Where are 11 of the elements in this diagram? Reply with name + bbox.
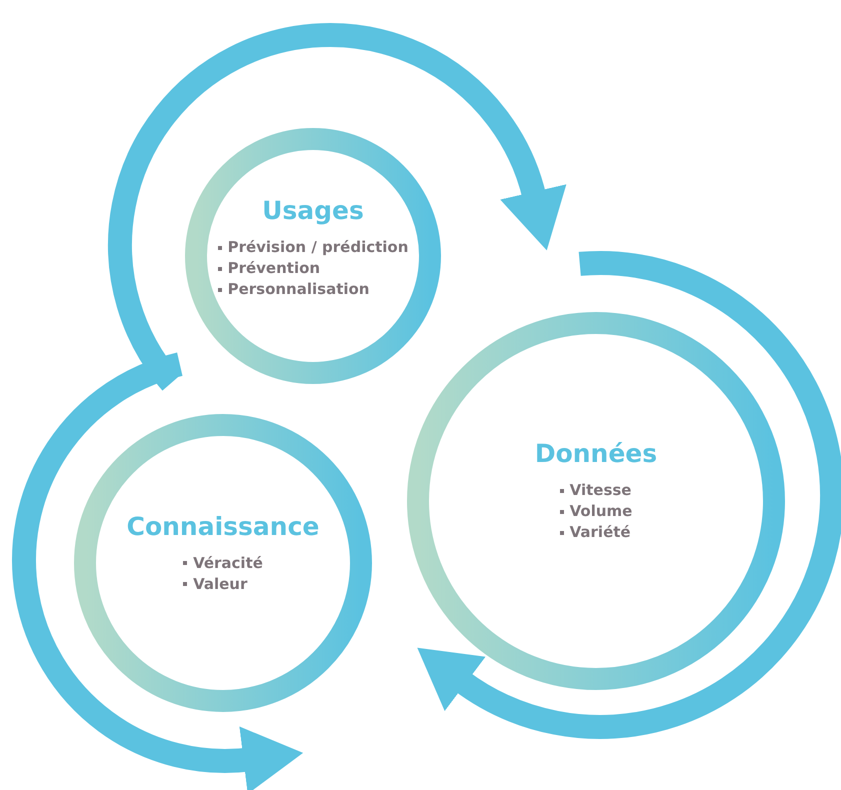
bullet-text: Variété: [570, 522, 631, 543]
bullet-text: Prévention: [228, 258, 320, 279]
circle-title: Connaissance: [126, 512, 320, 540]
bullet-text: Véracité: [193, 552, 263, 574]
circle-title: Usages: [262, 196, 364, 225]
bullet-text: Prévision / prédiction: [228, 237, 408, 258]
bullet-text: Volume: [570, 501, 632, 522]
bullet-text: Vitesse: [570, 480, 632, 501]
circle-title: Données: [534, 439, 658, 468]
bullet-text: Valeur: [193, 574, 248, 594]
bullet-text: Personnalisation: [228, 279, 370, 300]
